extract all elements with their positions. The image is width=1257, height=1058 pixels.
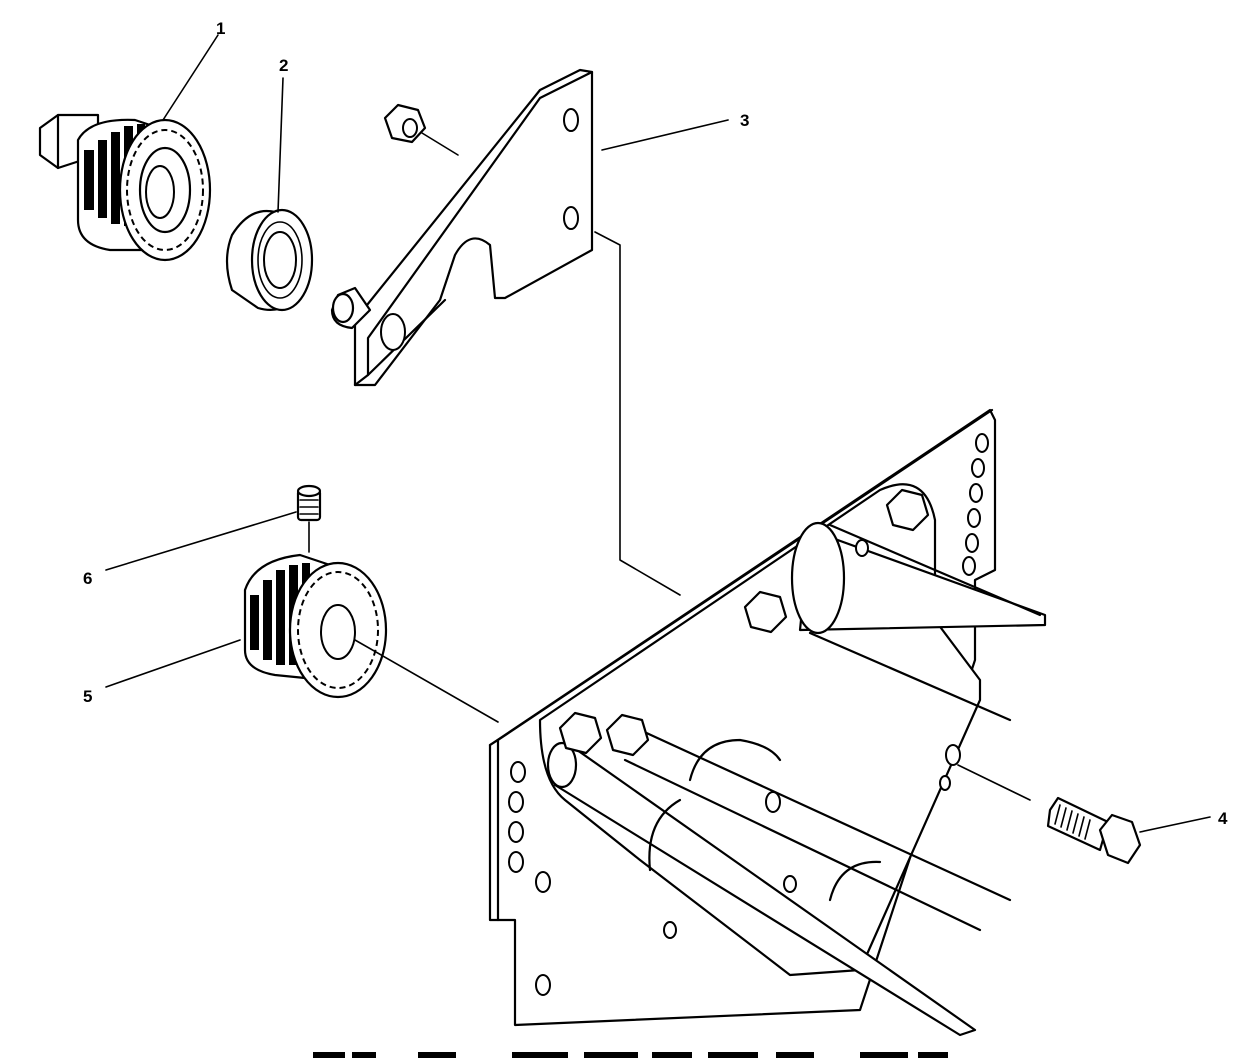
set-screw [296,484,322,553]
frame-bolts [558,488,930,757]
pinion-gear [38,113,212,262]
frame-holes-left [508,761,551,996]
assembly-guide-line [594,231,681,596]
callout-labels: 1 2 3 4 5 6 [83,19,1228,828]
hex-bolt [957,764,1142,865]
frame-assembly [488,408,1047,1037]
callout-2: 2 [279,56,288,75]
ball-bearing [225,208,314,312]
spur-gear [243,553,499,723]
callout-4: 4 [1218,809,1228,828]
callout-6: 6 [83,569,92,588]
callout-3: 3 [740,111,749,130]
callout-leaders [105,34,1211,833]
frame-holes-right [962,433,989,576]
bolt-threads [1054,804,1091,840]
mounting-bracket [330,68,594,387]
clipped-caption-fragment [313,1052,948,1058]
hex-nut [383,103,459,156]
callout-1: 1 [216,19,225,38]
callout-5: 5 [83,687,92,706]
